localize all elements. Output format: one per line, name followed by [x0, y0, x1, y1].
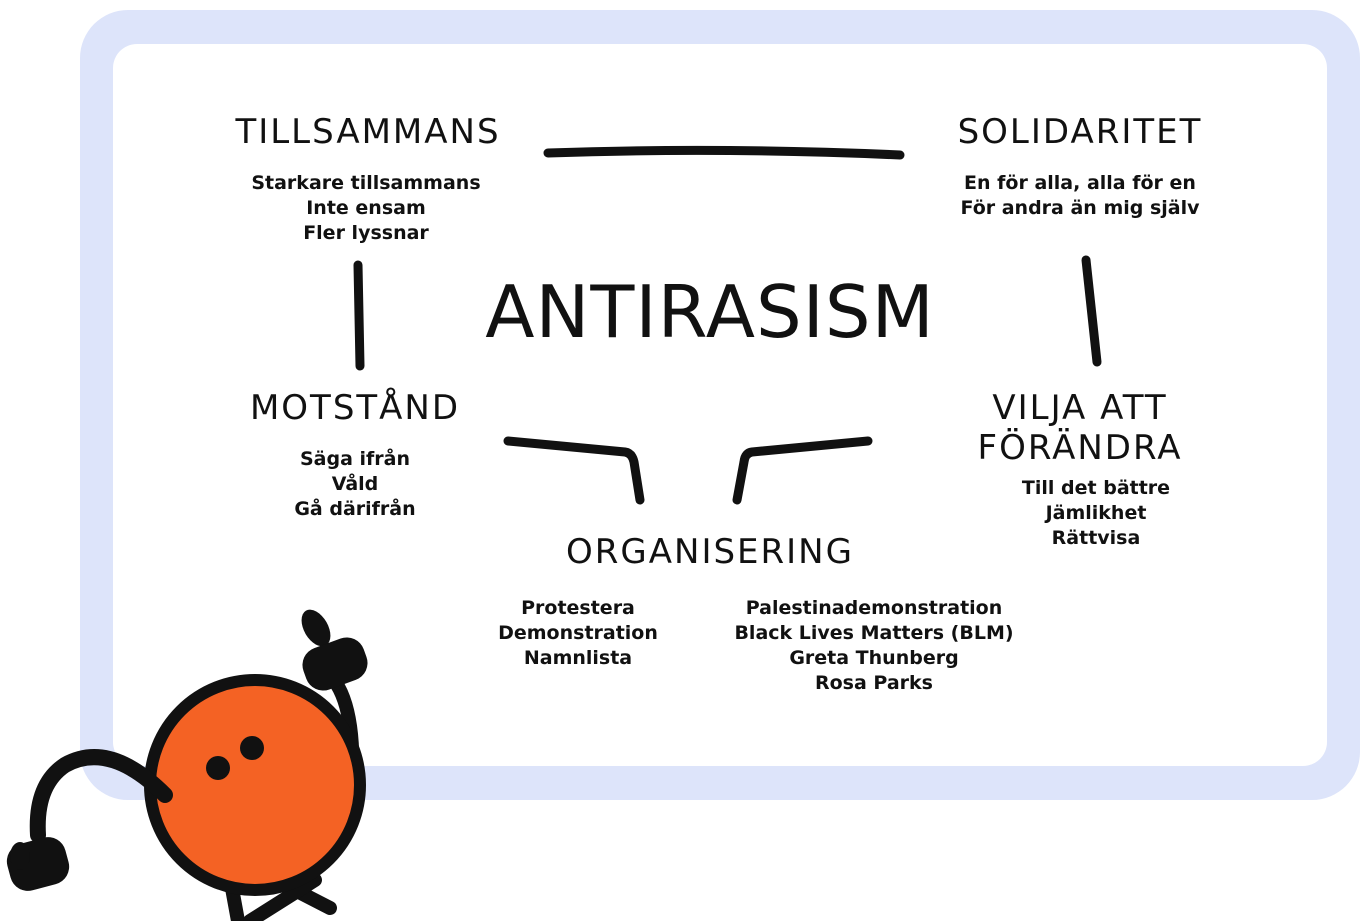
node-list-vilja: Till det bättre Jämlikhet Rättvisa [946, 476, 1246, 551]
node-heading-organisering: ORGANISERING [566, 532, 854, 572]
mascot-eye-right [240, 736, 264, 760]
center-title: ANTIRASISM [485, 270, 935, 354]
list-item: Rosa Parks [815, 672, 933, 694]
connector-top [543, 145, 905, 160]
mascot-left-arm [29, 749, 173, 843]
list-item: Demonstration [498, 622, 658, 644]
node-list-tillsammans: Starkare tillsammans Inte ensam Fler lys… [216, 171, 516, 246]
node-list-organisering-left: Protestera Demonstration Namnlista [478, 596, 678, 671]
node-heading-solidaritet: SOLIDARITET [957, 112, 1203, 152]
list-item: Fler lyssnar [303, 222, 429, 244]
list-item: Palestinademonstration [745, 597, 1003, 619]
node-list-organisering-right: Palestinademonstration Black Lives Matte… [714, 596, 1034, 696]
node-list-solidaritet: En för alla, alla för en För andra än mi… [930, 171, 1230, 221]
fist-icon [6, 837, 70, 891]
node-heading-motstand: MOTSTÅND [249, 388, 461, 428]
thumbs-up-icon [301, 609, 368, 691]
list-item: Namnlista [523, 647, 633, 669]
list-item: Till det bättre [1021, 477, 1171, 499]
connector-right [1081, 255, 1102, 367]
mascot-body [144, 674, 366, 896]
node-heading-vilja: VILJA ATT FÖRÄNDRA [930, 388, 1230, 468]
node-heading-tillsammans: TILLSAMMANS [235, 112, 501, 152]
mascot-eye-left [206, 756, 230, 780]
connector-left [353, 260, 365, 371]
list-item: Jämlikhet [1045, 502, 1147, 524]
list-item: Starkare tillsammans [251, 172, 481, 194]
mascot-foot-right [243, 873, 322, 921]
list-item: För andra än mig själv [960, 197, 1200, 219]
list-item: Inte ensam [306, 197, 426, 219]
list-item: Rättvisa [1051, 527, 1141, 549]
list-item: Protestera [521, 597, 635, 619]
list-item: Greta Thunberg [789, 647, 959, 669]
list-item: Gå därifrån [294, 498, 416, 520]
list-item: Säga ifrån [299, 448, 411, 470]
list-item: Våld [331, 473, 379, 495]
heading-line: VILJA ATT [992, 388, 1168, 428]
connector-bottom-right [732, 436, 873, 505]
node-list-motstand: Säga ifrån Våld Gå därifrån [205, 447, 505, 522]
whiteboard [113, 44, 1327, 766]
mascot-illustration [6, 609, 368, 921]
heading-line: FÖRÄNDRA [977, 428, 1183, 468]
list-item: En för alla, alla för en [964, 172, 1196, 194]
list-item: Black Lives Matters (BLM) [734, 622, 1014, 644]
connector-bottom-left [503, 436, 645, 505]
